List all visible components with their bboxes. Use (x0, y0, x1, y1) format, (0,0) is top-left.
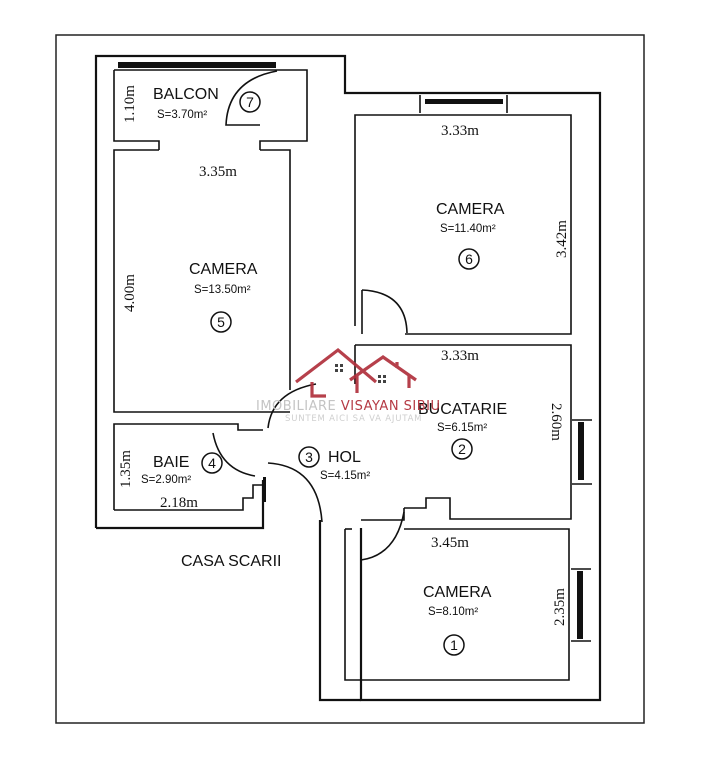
house-roof-icon (349, 355, 417, 382)
camera1-number: 1 (450, 637, 458, 653)
camera6-area: S=11.40m² (440, 223, 496, 235)
camera1-door-swing (360, 511, 405, 561)
watermark-logo (295, 347, 417, 398)
baie-label: BAIE (153, 454, 189, 471)
camera1-dim-height: 2.35m (552, 588, 568, 626)
watermark-brand-red: VISAYAN SIBIU (341, 399, 441, 414)
camera1-label: CAMERA (423, 584, 492, 601)
hol-number: 3 (305, 449, 313, 465)
room-number-circle (458, 248, 480, 270)
baie-dim-width: 2.18m (160, 495, 198, 511)
baie-number: 4 (208, 455, 216, 471)
baie-dim-height: 1.35m (118, 450, 134, 488)
room-balcon (113, 62, 308, 150)
bucatarie-dim-height: 2.60m (548, 403, 564, 441)
camera6-door-swing (361, 289, 408, 334)
room-camera-5 (113, 149, 291, 413)
bucatarie-window (578, 422, 584, 480)
camera1-window (577, 571, 583, 639)
exterior-walls (94, 54, 602, 702)
window-icon (335, 364, 386, 383)
plan-frame (55, 34, 645, 724)
camera6-dim-height: 3.42m (554, 220, 570, 258)
entrance-door-swing (267, 462, 323, 523)
baie-area: S=2.90m² (141, 474, 191, 486)
camera6-label: CAMERA (436, 201, 505, 218)
house-wall-icon (310, 382, 326, 398)
hol-label: HOL (328, 449, 361, 466)
baie-wall-marker (263, 477, 266, 502)
hol-area: S=4.15m² (320, 470, 370, 482)
camera5-dim-height: 4.00m (122, 274, 138, 312)
bucatarie-dim-width: 3.33m (441, 348, 479, 364)
baie-door-swing (212, 432, 256, 477)
camera1-area: S=8.10m² (428, 606, 478, 618)
room-number-circle (239, 91, 261, 113)
watermark-brand-grey: IMOBILIARE (256, 399, 341, 414)
casa-scarii-label: CASA SCARII (181, 553, 281, 570)
balcon-label: BALCON (153, 86, 219, 103)
room-camera-1 (344, 528, 591, 681)
camera5-area: S=13.50m² (194, 284, 251, 296)
bucatarie-area: S=6.15m² (437, 422, 487, 434)
room-number-circle (298, 446, 320, 468)
camera5-label: CAMERA (189, 261, 258, 278)
camera5-number: 5 (217, 314, 225, 330)
room-number-circle (451, 438, 473, 460)
balcon-door-swing (225, 70, 278, 126)
camera5-dim-width: 3.35m (199, 164, 237, 180)
room-number-circle (210, 311, 232, 333)
room-number-circle (201, 452, 223, 474)
camera1-dim-width: 3.45m (431, 535, 469, 551)
room-hol (267, 383, 405, 561)
room-camera-6 (354, 95, 572, 335)
balcon-number: 7 (246, 94, 254, 110)
hol-door-swing-top (267, 383, 317, 429)
balcon-area: S=3.70m² (157, 109, 207, 121)
watermark-slogan: SUNTEM AICI SA VA AJUTAM (285, 414, 422, 424)
balcon-window (118, 62, 276, 68)
watermark-brand: IMOBILIARE VISAYAN SIBIU (256, 399, 441, 414)
room-number-circle (443, 634, 465, 656)
bucatarie-label: BUCATARIE (418, 401, 507, 418)
room-baie (113, 423, 266, 511)
bucatarie-number: 2 (458, 441, 466, 457)
camera6-window (425, 99, 503, 104)
balcon-dim-height: 1.10m (122, 85, 138, 123)
camera6-number: 6 (465, 251, 473, 267)
camera6-dim-width: 3.33m (441, 123, 479, 139)
